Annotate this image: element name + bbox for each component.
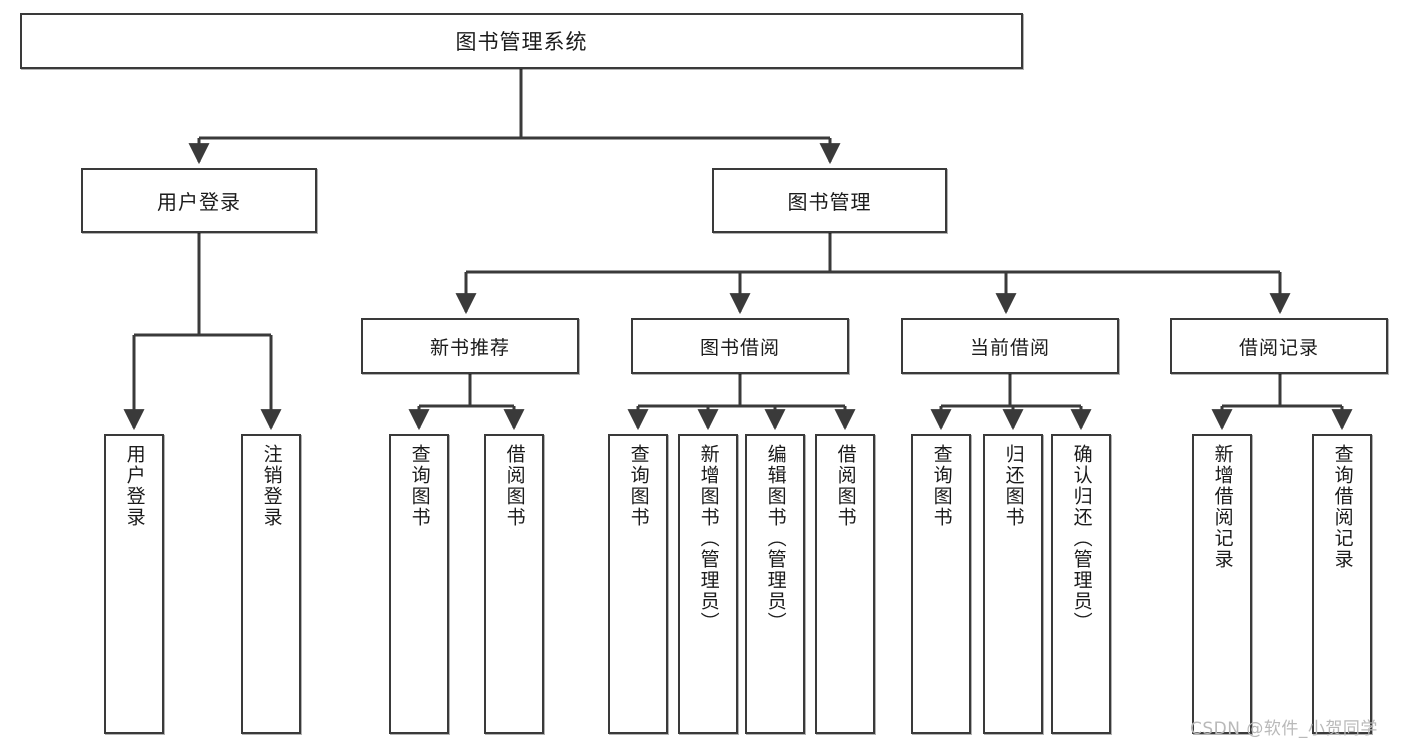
node-leaf-confirm-return[interactable]: 确认归还（管理员） <box>1051 434 1111 734</box>
csdn-watermark: CSDN @软件_小贺同学 <box>1190 719 1378 739</box>
node-leaf-user-login-label: 用户登录 <box>123 444 146 528</box>
node-current-borrow[interactable]: 当前借阅 <box>901 318 1119 374</box>
node-leaf-add-book[interactable]: 新增图书（管理员） <box>678 434 738 734</box>
node-new-book-recommend[interactable]: 新书推荐 <box>361 318 579 374</box>
node-leaf-logout-label: 注销登录 <box>260 444 283 528</box>
node-leaf-add-book-label: 新增图书（管理员） <box>697 444 720 633</box>
node-leaf-borrow-book-1[interactable]: 借阅图书 <box>484 434 544 734</box>
node-leaf-query-book-1[interactable]: 查询图书 <box>389 434 449 734</box>
node-book-borrow-label: 图书借阅 <box>699 336 780 359</box>
node-leaf-add-record-label: 新增借阅记录 <box>1211 444 1234 570</box>
node-root[interactable]: 图书管理系统 <box>20 13 1023 69</box>
node-leaf-query-book-3[interactable]: 查询图书 <box>911 434 971 734</box>
node-leaf-edit-book-label: 编辑图书（管理员） <box>764 444 787 633</box>
node-root-label: 图书管理系统 <box>455 30 588 54</box>
node-book-borrow[interactable]: 图书借阅 <box>631 318 849 374</box>
node-leaf-query-book-3-label: 查询图书 <box>930 444 953 528</box>
node-book-manage-label: 图书管理 <box>787 190 872 214</box>
node-leaf-query-record[interactable]: 查询借阅记录 <box>1312 434 1372 734</box>
node-leaf-borrow-book-1-label: 借阅图书 <box>503 444 526 528</box>
node-leaf-return-book[interactable]: 归还图书 <box>983 434 1043 734</box>
node-leaf-edit-book[interactable]: 编辑图书（管理员） <box>745 434 805 734</box>
node-new-book-recommend-label: 新书推荐 <box>429 336 510 359</box>
node-book-manage[interactable]: 图书管理 <box>712 168 947 233</box>
node-leaf-add-record[interactable]: 新增借阅记录 <box>1192 434 1252 734</box>
node-current-borrow-label: 当前借阅 <box>969 336 1050 359</box>
node-borrow-record-label: 借阅记录 <box>1238 336 1319 359</box>
node-leaf-confirm-return-label: 确认归还（管理员） <box>1070 444 1093 633</box>
node-leaf-query-record-label: 查询借阅记录 <box>1331 444 1354 570</box>
node-leaf-borrow-book-2-label: 借阅图书 <box>834 444 857 528</box>
node-leaf-query-book-1-label: 查询图书 <box>408 444 431 528</box>
node-borrow-record[interactable]: 借阅记录 <box>1170 318 1388 374</box>
node-leaf-query-book-2[interactable]: 查询图书 <box>608 434 668 734</box>
node-leaf-borrow-book-2[interactable]: 借阅图书 <box>815 434 875 734</box>
node-leaf-user-login[interactable]: 用户登录 <box>104 434 164 734</box>
node-leaf-return-book-label: 归还图书 <box>1002 444 1025 528</box>
node-user-login[interactable]: 用户登录 <box>81 168 317 233</box>
node-user-login-label: 用户登录 <box>157 190 241 214</box>
node-leaf-logout[interactable]: 注销登录 <box>241 434 301 734</box>
node-leaf-query-book-2-label: 查询图书 <box>627 444 650 528</box>
